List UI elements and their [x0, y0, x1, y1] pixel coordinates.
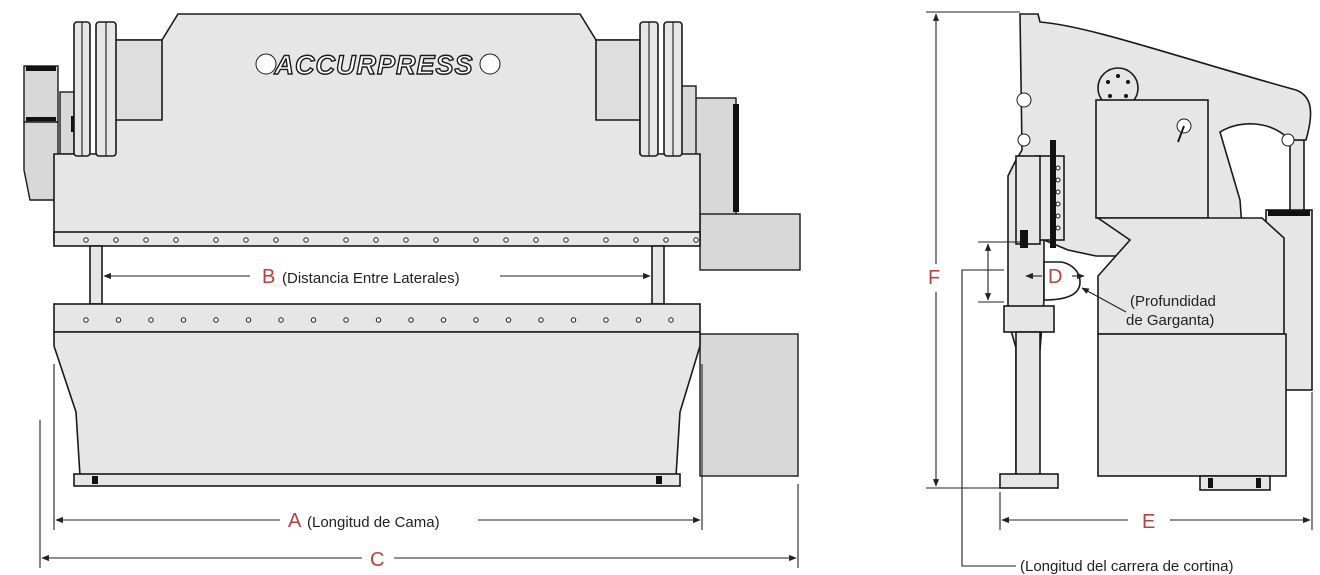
- dim-c-letter: C: [370, 549, 384, 571]
- bolt-hole: [83, 317, 89, 323]
- bolt-hole: [1055, 225, 1061, 231]
- bolt-hole: [373, 237, 379, 243]
- lower-cabinet: [1097, 333, 1287, 477]
- bolt-hole: [533, 237, 539, 243]
- bolt-hole: [633, 237, 639, 243]
- bolt-hole: [115, 317, 122, 323]
- bolt-hole: [375, 317, 382, 323]
- brand-logo: ACCURPRESS: [273, 50, 473, 80]
- bolt-hole: [213, 237, 219, 243]
- logo-bolt-right: [479, 53, 501, 75]
- dim-a-text: (Longitud de Cama): [307, 514, 440, 531]
- bolt-hole: [603, 317, 609, 323]
- bolt-hole: [310, 317, 317, 323]
- dim-d-leader: [1081, 287, 1127, 313]
- bolt-hole: [1055, 213, 1061, 219]
- bolt-hole: [1055, 201, 1061, 207]
- dim-b-letter: B: [262, 266, 275, 288]
- dim-b-text: (Distancia Entre Laterales): [282, 270, 460, 287]
- side-view: F (Longitud del carrera de cortina) D (P…: [926, 11, 1313, 575]
- left-upright: [89, 245, 103, 305]
- bolt-hole: [635, 317, 642, 323]
- bolt-hole: [83, 237, 89, 243]
- dim-f-letter: F: [928, 267, 940, 289]
- bolt-hole: [505, 317, 512, 323]
- dim-e-letter: E: [1142, 511, 1155, 533]
- bolt-hole: [563, 237, 569, 243]
- bolt-hole: [433, 237, 439, 243]
- bolt-hole: [243, 237, 249, 243]
- bolt-hole: [503, 237, 509, 243]
- bolt-hole: [538, 317, 544, 323]
- floor-base: [73, 473, 681, 487]
- bolt-hole: [303, 237, 309, 243]
- bolt-hole: [278, 317, 284, 323]
- bolt-hole: [408, 317, 414, 323]
- bolt-hole: [440, 317, 447, 323]
- front-view: ACCURPRESS B (Distancia Entre Laterales)…: [23, 13, 801, 571]
- bolt-hole: [273, 237, 279, 243]
- bolt-hole: [570, 317, 577, 323]
- bolt-hole: [603, 237, 609, 243]
- lower-bed: [53, 331, 701, 477]
- bolt-hole: [1055, 177, 1061, 183]
- bolt-hole: [343, 317, 349, 323]
- dim-d-text-line2: de Garganta): [1126, 312, 1214, 329]
- bolt-hole: [473, 237, 479, 243]
- bolt-hole: [180, 317, 187, 323]
- bolt-hole: [148, 317, 154, 323]
- bolt-hole: [113, 237, 119, 243]
- dim-d-text-line1: (Profundidad: [1130, 293, 1216, 310]
- bed-top: [1003, 305, 1055, 333]
- bolt-hole: [143, 237, 149, 243]
- motor-box: [1095, 99, 1209, 219]
- side-cabinet-top: [699, 213, 801, 271]
- left-cylinder: [23, 65, 59, 123]
- dim-a-letter: A: [288, 510, 302, 532]
- dim-d-letter: D: [1048, 266, 1062, 288]
- bolt-hole: [343, 237, 349, 243]
- bolt-hole: [403, 237, 409, 243]
- stroke-leader: [961, 269, 1016, 567]
- side-cabinet-bottom: [699, 333, 799, 477]
- bolt-hole: [693, 237, 699, 243]
- bolt-hole: [245, 317, 252, 323]
- bolt-hole: [473, 317, 479, 323]
- logo-bolt-left: [255, 53, 277, 75]
- bolt-hole: [213, 317, 219, 323]
- bolt-hole: [1055, 189, 1061, 195]
- bolt-hole: [1055, 165, 1061, 171]
- stroke-length-text: (Longitud del carrera de cortina): [1020, 558, 1233, 575]
- bolt-hole: [668, 317, 674, 323]
- side-floor-base: [999, 473, 1059, 489]
- bolt-hole: [663, 237, 669, 243]
- right-upright: [651, 245, 665, 305]
- bolt-hole: [173, 237, 179, 243]
